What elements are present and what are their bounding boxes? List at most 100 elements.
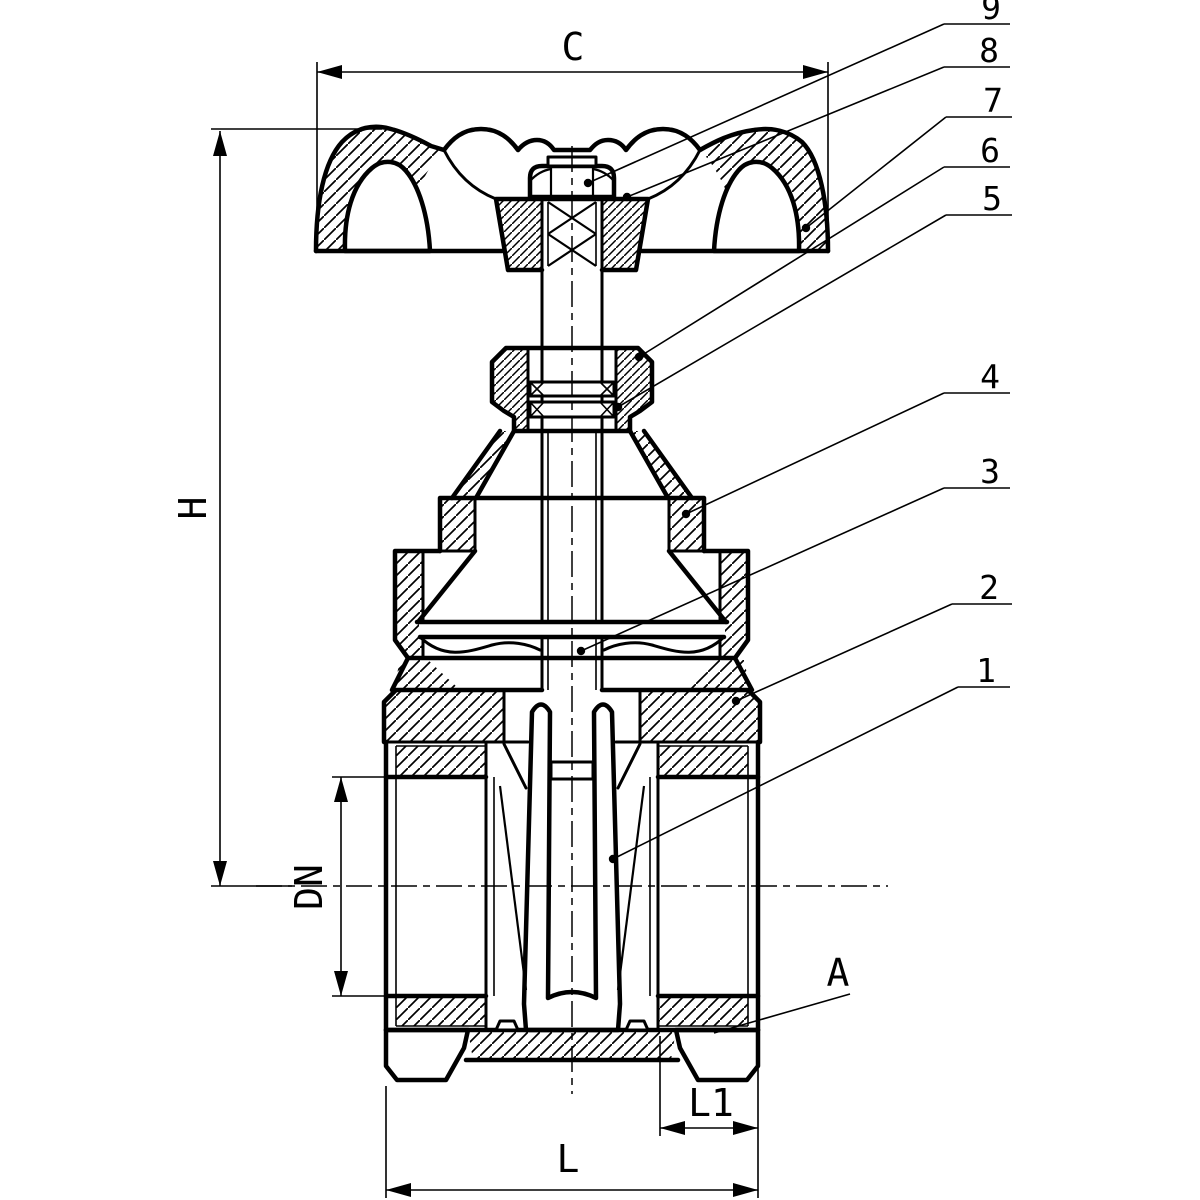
stem-edges [540, 197, 604, 759]
callout-9-label: 9 [981, 0, 1001, 27]
right-port-thread-top [658, 746, 748, 777]
neck-outline [389, 655, 755, 693]
dimension-DN: DN [287, 776, 482, 997]
dim-a-leader [713, 993, 851, 1034]
bonnet-hex-hatch-left [440, 498, 475, 551]
handwheel-right-window [711, 159, 802, 254]
callout-1-leader [612, 686, 1010, 860]
right-port-band-lines [658, 745, 748, 1027]
dim-c-ext-lines [316, 62, 829, 253]
handwheel-web-right [646, 148, 702, 201]
callout-6-dot [634, 352, 644, 362]
callout-2-label: 2 [979, 568, 999, 607]
callout-1: 1 [608, 651, 1010, 864]
neck-hatch-right [686, 660, 750, 688]
dimension-L: L [385, 1044, 759, 1198]
dimensions: C H DN L L1 [171, 25, 851, 1198]
callout-4-leader [685, 392, 1010, 515]
dim-dn-arrows [334, 777, 348, 996]
callout-6-label: 6 [980, 131, 1000, 170]
bonnet-hex-inner [438, 496, 706, 553]
callout-1-label: 1 [976, 651, 996, 690]
right-port-thread-bottom [658, 996, 748, 1026]
callout-7-label: 7 [983, 81, 1003, 120]
callout-2-dot [731, 696, 741, 706]
left-port-band-lines [396, 745, 486, 1027]
stem-thread-cross [547, 201, 597, 267]
bonnet-cone-hatch-right [630, 431, 692, 498]
dimension-C: C [316, 25, 829, 253]
callout-9-leader [587, 23, 1010, 184]
callout-5-label: 5 [982, 179, 1002, 218]
stem-nut-chamfers [529, 167, 615, 182]
bonnet-hex-chamfer [415, 548, 729, 625]
bonnet-hex-hatch-right [669, 498, 704, 551]
right-port [614, 739, 761, 1033]
bottom-tab-left [494, 1019, 520, 1032]
callout-8-label: 8 [979, 31, 999, 70]
body-cavity-edges [502, 688, 642, 790]
packing-ring-marks [529, 381, 615, 418]
callout-9: 9 [583, 0, 1010, 188]
body-shoulder-wave-right [602, 635, 726, 654]
dim-l1-arrows [660, 1121, 758, 1135]
dim-l-ext-lines [385, 1044, 759, 1198]
gland-nut [489, 345, 655, 434]
dim-dn-ext-lines [332, 776, 482, 997]
callout-3: 3 [576, 452, 1010, 656]
neck-hatch-left [394, 660, 458, 688]
dim-label-h: H [171, 497, 215, 520]
callout-6-leader [638, 166, 1010, 358]
bonnet [415, 428, 729, 625]
gland-bore-lines [526, 346, 618, 433]
union-outline [392, 548, 751, 661]
left-port [383, 739, 530, 1033]
handwheel-hub-hatch-left [496, 199, 542, 270]
callout-5: 5 [613, 179, 1012, 412]
callout-8: 8 [622, 31, 1010, 202]
bottom-center-band [468, 1030, 676, 1060]
gland-hatch-left [492, 348, 528, 431]
callout-4-dot [681, 509, 691, 519]
dimension-A: A [713, 951, 851, 1034]
wedge [521, 702, 623, 1033]
callout-7-leader [805, 116, 1012, 229]
handwheel-web-left [442, 148, 498, 201]
bottom-hex-left [383, 1027, 471, 1083]
dim-label-l1: L1 [688, 1081, 734, 1125]
right-port-bore-lines [655, 774, 761, 999]
callout-4: 4 [681, 357, 1010, 519]
callout-7: 7 [801, 81, 1012, 233]
callout-5-dot [613, 402, 623, 412]
centerlines [256, 146, 888, 1094]
callout-8-leader [626, 66, 1010, 198]
dim-label-c: C [562, 25, 585, 69]
callout-6: 6 [634, 131, 1010, 362]
body-shoulder-wave-left [418, 635, 542, 654]
valve-body [381, 687, 763, 1083]
callout-2: 2 [731, 568, 1012, 706]
gland-hatch-right [616, 348, 652, 431]
callout-9-dot [583, 178, 593, 188]
union-hatch-right [720, 551, 748, 658]
dim-label-a: A [827, 951, 850, 995]
bonnet-cone-hatch-left [452, 431, 514, 498]
body-flange-outline [381, 687, 763, 745]
callout-3-dot [576, 646, 586, 656]
bottom-hex-right [673, 1027, 761, 1083]
dim-label-l: L [557, 1137, 580, 1181]
callout-1-dot [608, 854, 618, 864]
right-seat-taper [616, 785, 646, 991]
dimension-H: H [171, 128, 382, 887]
left-port-thread-bottom [396, 996, 486, 1026]
callout-7-dot [801, 223, 811, 233]
callout-4-label: 4 [980, 357, 1000, 396]
handwheel-hub-hatch-right [602, 199, 648, 270]
handwheel-outline [313, 124, 831, 254]
dimension-L1: L1 [659, 1036, 758, 1136]
left-port-thread-top [396, 746, 486, 777]
callout-3-leader [580, 487, 1010, 652]
dim-label-dn: DN [287, 864, 331, 910]
callout-8-dot [622, 192, 632, 202]
